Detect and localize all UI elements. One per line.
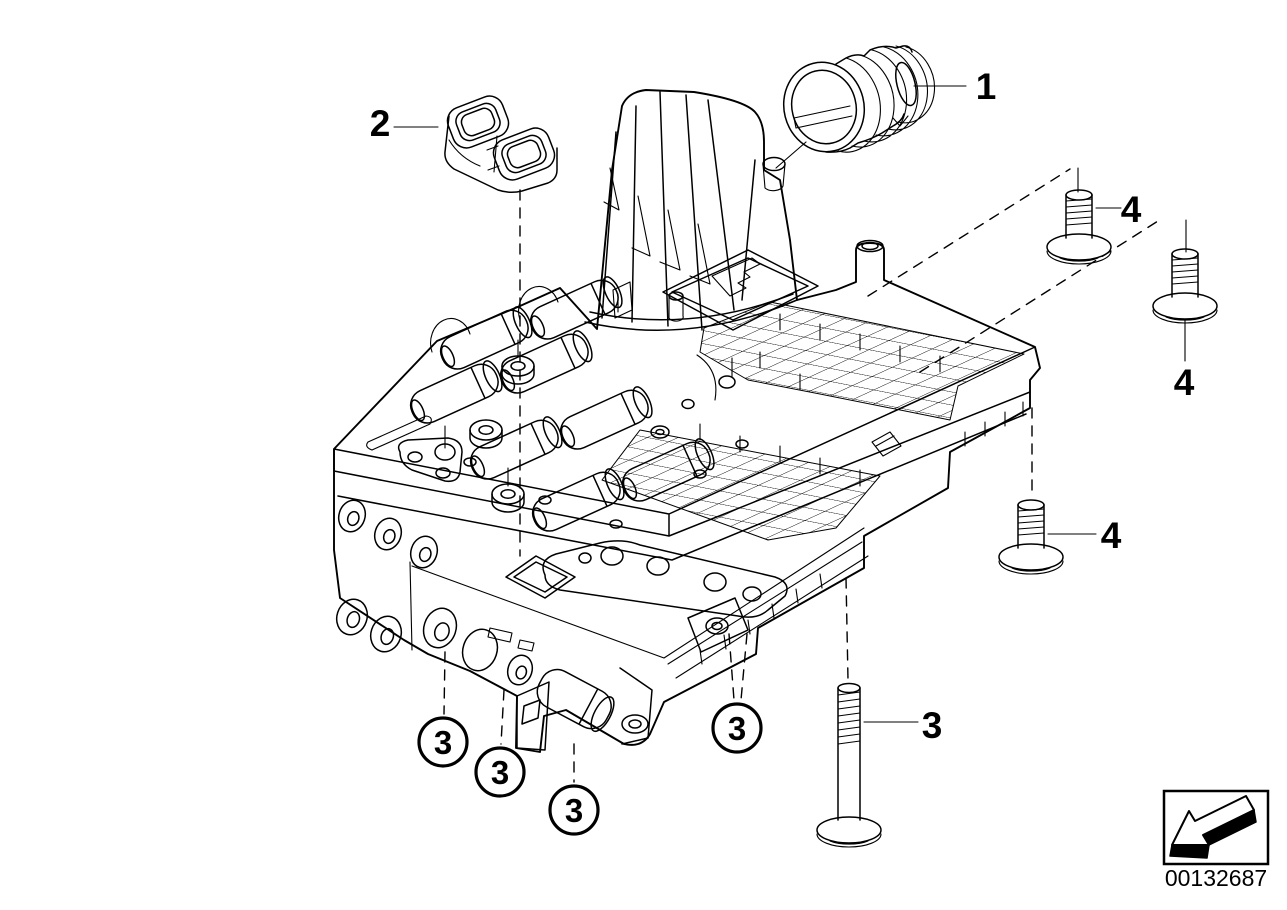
- callout-2-label[interactable]: 2: [370, 103, 391, 144]
- guide-funnel: [584, 91, 798, 331]
- position-circle-3c[interactable]: [548, 784, 600, 836]
- position-circle-3d[interactable]: [711, 702, 763, 754]
- deck-details: [366, 339, 902, 529]
- grommet-part-2: [444, 95, 558, 194]
- screw-part-4-right: [1152, 248, 1218, 324]
- control-module-grid: [601, 301, 1025, 541]
- callout-3-circle-label[interactable]: 3: [728, 710, 746, 747]
- callout-4-label[interactable]: 4: [1121, 189, 1142, 230]
- callout-3-circle-label[interactable]: 3: [565, 792, 583, 829]
- position-circle-3b[interactable]: [474, 746, 526, 798]
- image-number: 00132687: [1165, 865, 1267, 891]
- connector-platform: [612, 249, 819, 331]
- solenoid-valves: [404, 273, 719, 537]
- callout-3-circle-label[interactable]: 3: [434, 724, 452, 761]
- position-circle-3a[interactable]: [417, 716, 469, 768]
- direction-arrow-icon: [1169, 795, 1257, 859]
- screw-part-4-top: [1046, 189, 1112, 265]
- leader-lines-dashed: [443, 168, 1159, 783]
- bottom-solenoid: [516, 597, 749, 751]
- mounting-post: [856, 239, 884, 253]
- screw-part-4-mid: [998, 499, 1064, 575]
- callout-4-label[interactable]: 4: [1174, 362, 1195, 403]
- callout-4-label[interactable]: 4: [1101, 515, 1122, 556]
- grommet-recess: [505, 555, 576, 599]
- adapter-sleeve-part-1: [782, 45, 936, 153]
- callout-3-bolt-label[interactable]: 3: [922, 705, 943, 746]
- valve-body-assembly: [333, 89, 1041, 753]
- bolt-part-3: [816, 682, 882, 848]
- callout-3-circle-label[interactable]: 3: [491, 754, 509, 791]
- valve-bores: [335, 499, 535, 686]
- callout-1-label[interactable]: 1: [976, 66, 997, 107]
- leader-lines-solid: [393, 85, 1187, 723]
- kidney-plate: [542, 354, 788, 618]
- direction-arrow-plate: [1162, 789, 1270, 866]
- triangular-plate: [397, 425, 463, 483]
